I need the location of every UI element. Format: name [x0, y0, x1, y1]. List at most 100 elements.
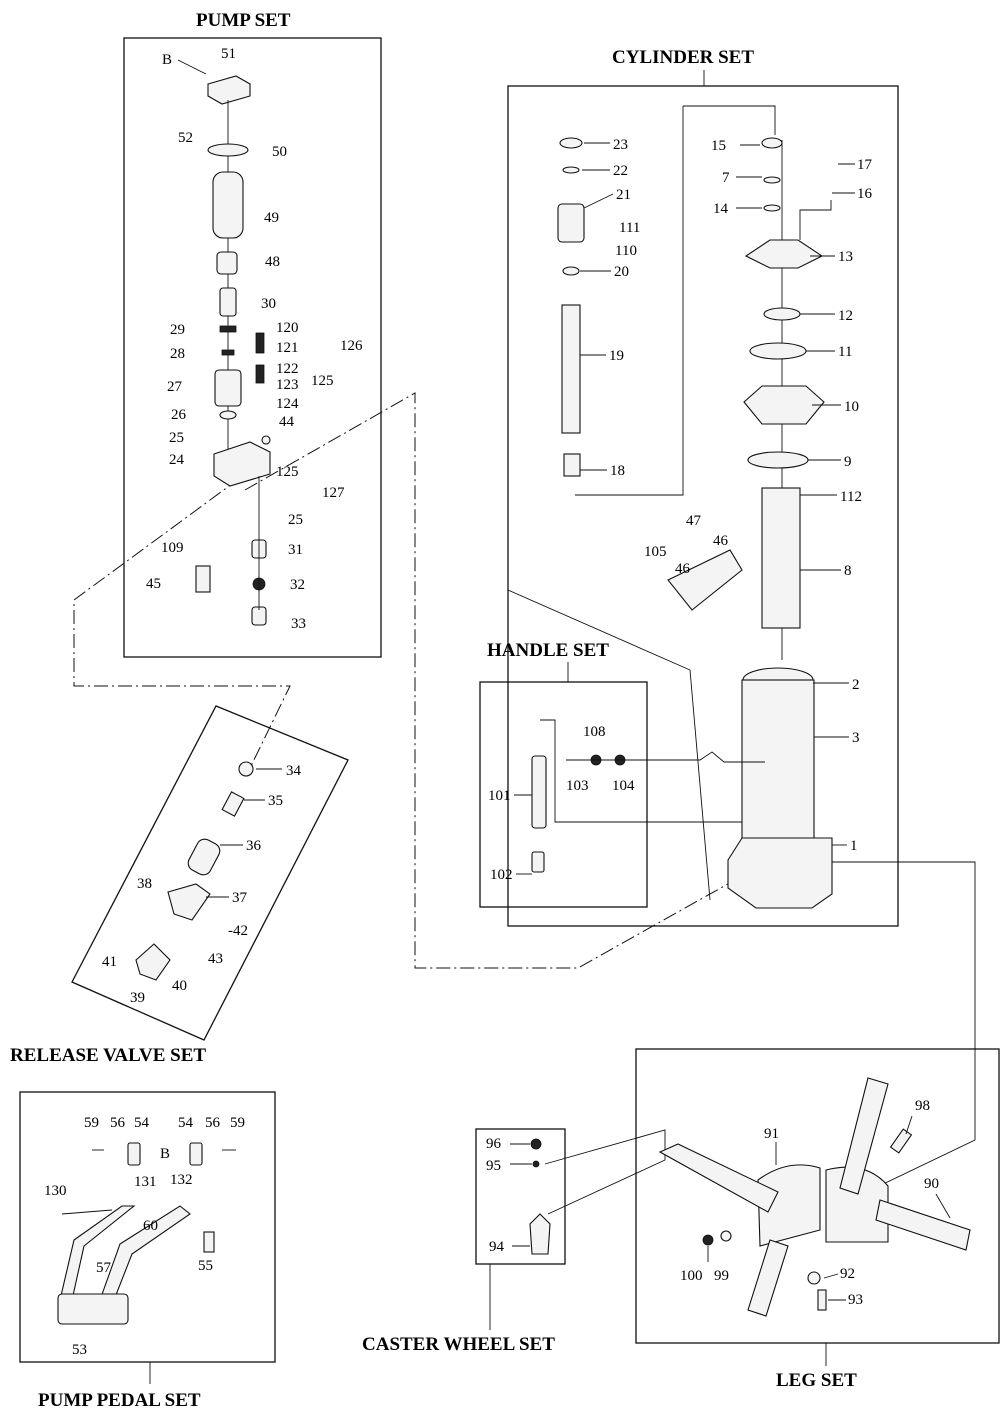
part-label: 122 [276, 361, 299, 377]
part-label: 17 [857, 157, 873, 173]
pin-55 [203, 1231, 215, 1253]
leg-hub-half-left [757, 1164, 821, 1247]
pedal-bushing-54a [127, 1142, 141, 1166]
handle-socket-line [566, 751, 765, 763]
leg-set-parts [658, 1077, 971, 1317]
part-label: 10 [844, 399, 859, 415]
stem-guide-line [683, 105, 776, 135]
cap-10 [743, 385, 825, 425]
part-label: 22 [613, 163, 628, 179]
part-label: 25 [169, 430, 184, 446]
cylinder-to-leg-line [832, 861, 976, 1201]
part-label: 41 [102, 954, 117, 970]
part-label: 30 [261, 296, 276, 312]
part-label: 91 [764, 1126, 779, 1142]
screw-21 [557, 203, 585, 243]
view-marker-b: B [162, 52, 172, 68]
part-label: 121 [276, 340, 299, 356]
pump-pedal-set-frame [19, 1091, 276, 1363]
plug-44 [261, 435, 271, 445]
plug-link-line [507, 589, 711, 901]
part-label: 11 [838, 344, 852, 360]
part-label: 94 [489, 1239, 505, 1255]
part-label: 51 [221, 46, 236, 62]
part-label: 14 [713, 201, 729, 217]
pedal-bushing-54b [189, 1142, 203, 1166]
spring-36 [187, 838, 221, 876]
part-label: 95 [486, 1158, 501, 1174]
release-valve-part-labels: 34 35 36 38 37 -42 43 41 40 39 [102, 763, 302, 1006]
part-label: 27 [167, 379, 183, 395]
ring-22 [562, 166, 580, 174]
seal-29 [219, 325, 237, 333]
nut-18 [563, 453, 581, 477]
cylinder-3 [741, 679, 815, 859]
washer-92 [807, 1271, 821, 1285]
spring-49 [212, 171, 244, 239]
part-label: 33 [291, 616, 306, 632]
part-label: 48 [265, 254, 280, 270]
part-label: 110 [615, 243, 637, 259]
part-label: 59 [84, 1115, 99, 1131]
part-label: 12 [838, 308, 853, 324]
caster-wheel-part-labels: 96 95 94 [486, 1136, 532, 1255]
part-label: 32 [290, 577, 305, 593]
part-label: 46 [713, 533, 729, 549]
part-label: 57 [96, 1260, 112, 1276]
pedal-view-marker-b: B [160, 1146, 170, 1162]
ring-20 [562, 266, 580, 276]
part-label: 112 [840, 489, 862, 505]
part-label: 52 [178, 130, 193, 146]
handle-set-parts [531, 751, 765, 873]
ball-96 [530, 1138, 542, 1150]
cylinder-set-parts [557, 137, 833, 909]
cylinder-set-title: CYLINDER SET [612, 47, 754, 68]
part-label: 2 [852, 677, 860, 693]
pump-pedal-set-title: PUMP PEDAL SET [38, 1390, 201, 1411]
gasket-11 [749, 342, 807, 360]
part-label: 31 [288, 542, 303, 558]
part-label: 108 [583, 724, 606, 740]
handle-to-cylinder-line [540, 719, 769, 823]
part-label: 96 [486, 1136, 502, 1152]
ring-23 [559, 137, 583, 149]
part-label: 131 [134, 1174, 157, 1190]
caster-wheel-set-frame [475, 1128, 566, 1265]
washer-95 [532, 1160, 540, 1168]
part-label: 125 [311, 373, 334, 389]
release-cover-46 [667, 549, 743, 611]
ring-26 [219, 410, 237, 420]
caster-wheel-set-title: CASTER WHEEL SET [362, 1334, 555, 1355]
leader [823, 1273, 839, 1279]
pump-cylinder-27 [214, 369, 242, 407]
base-1 [727, 837, 833, 909]
part-label: 92 [840, 1266, 855, 1282]
handle-set-frame [479, 681, 648, 908]
part-label: 3 [852, 730, 860, 746]
screw-120 [255, 332, 265, 354]
leader [935, 1193, 951, 1219]
part-label: 25 [288, 512, 303, 528]
pin-102 [531, 851, 545, 873]
stem-guide-line-2 [575, 106, 684, 496]
bolt-45 [195, 565, 211, 593]
pump-body-24 [213, 441, 271, 487]
ring-34 [238, 761, 254, 777]
part-label: 126 [340, 338, 363, 354]
part-label: 18 [610, 463, 625, 479]
leader [583, 193, 614, 209]
pump-set-parts: B [162, 52, 271, 626]
part-label: 111 [619, 220, 640, 236]
part-label: 1 [850, 838, 858, 854]
part-label: 37 [232, 890, 248, 906]
leg-arm-upper-right [839, 1077, 889, 1195]
knob-39 [135, 943, 171, 981]
part-label: 19 [609, 348, 624, 364]
part-label: 54 [178, 1115, 194, 1131]
pump-part-labels: 51 52 50 49 48 30 29 28 27 26 25 24 120 … [146, 46, 363, 632]
leader [905, 1115, 913, 1135]
cylinder-leader-lines [580, 142, 855, 846]
valve-body-37 [167, 883, 211, 921]
cylinder-set-frame [507, 85, 899, 927]
part-label: 21 [616, 187, 631, 203]
